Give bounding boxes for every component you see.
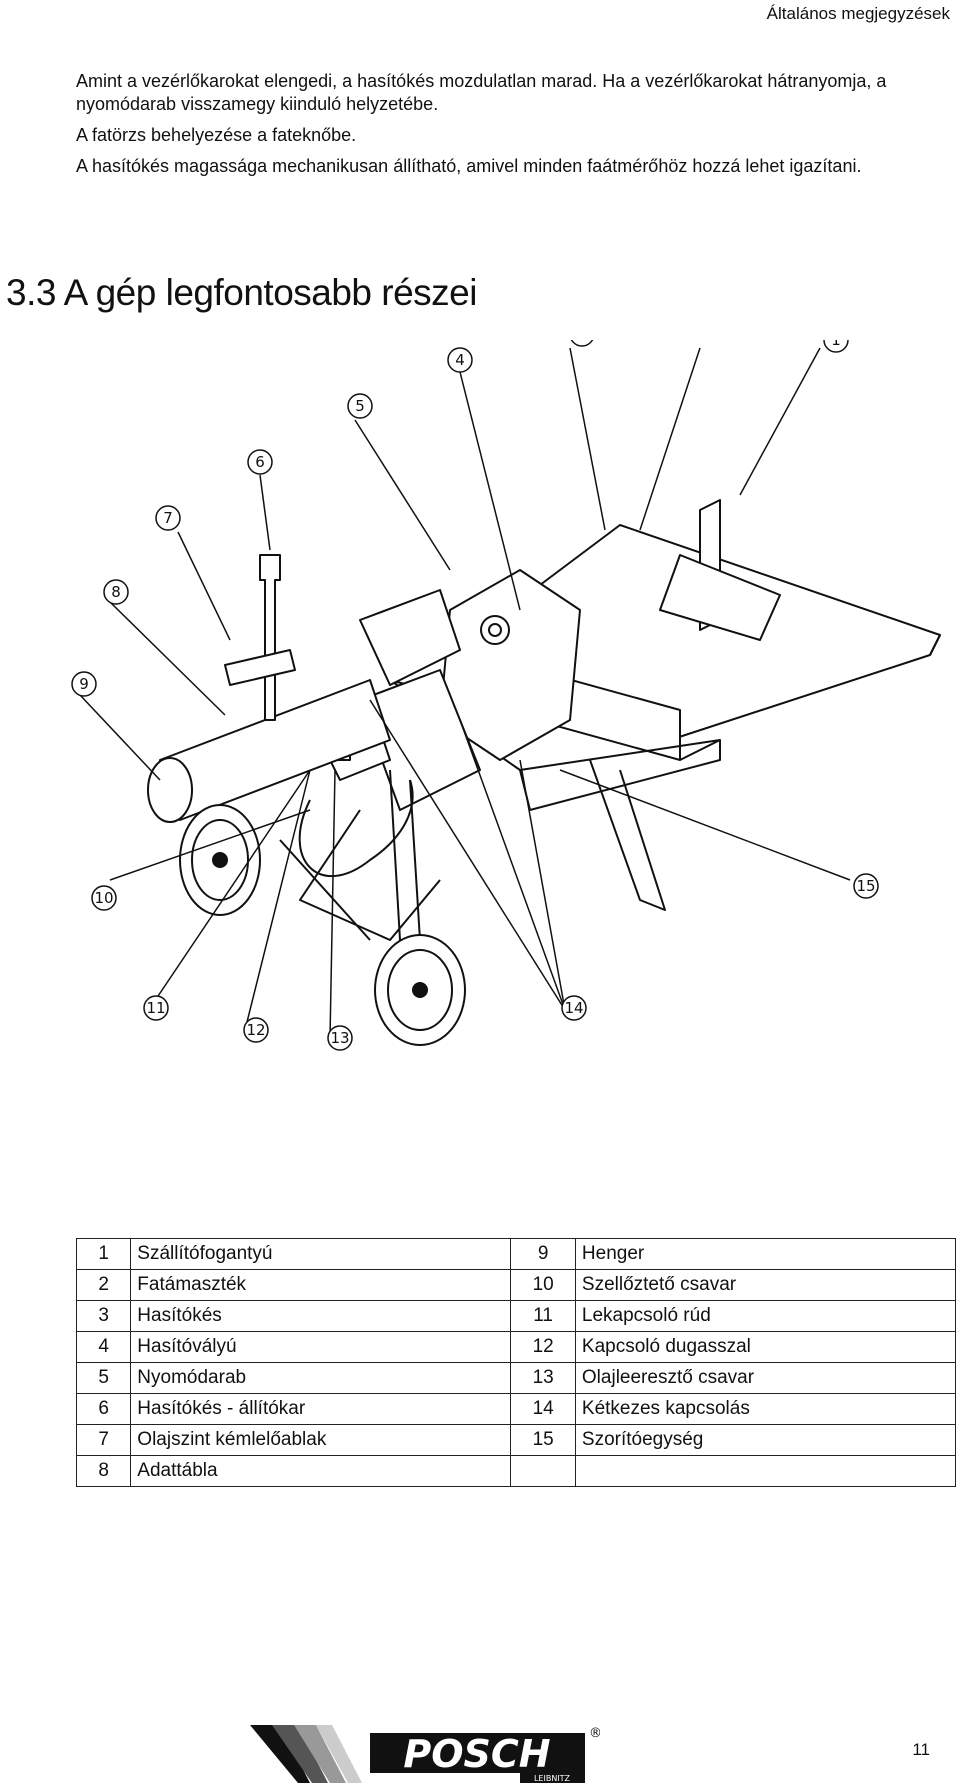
part-name-cell	[574, 1455, 957, 1487]
part-number-cell: 9	[510, 1238, 576, 1270]
part-number-cell: 15	[510, 1424, 576, 1456]
part-number-cell: 10	[510, 1269, 576, 1301]
part-number-cell: 7	[75, 1424, 132, 1456]
callout-label: 1	[831, 340, 841, 349]
posch-logo: POSCH LEIBNITZ ®	[250, 1725, 600, 1783]
log-splitter-diagram: 1 2 3 4 5 6 7 8 9 10 15 11 12 13 14	[71, 340, 941, 1051]
part-number-cell	[510, 1455, 576, 1487]
part-number-cell: 6	[75, 1393, 132, 1425]
part-name-cell: Hasítókés	[130, 1300, 512, 1332]
part-name-cell: Szállítófogantyú	[130, 1238, 512, 1270]
part-number-cell: 13	[510, 1362, 576, 1394]
part-name-cell: Kapcsoló dugasszal	[574, 1331, 957, 1363]
part-name-cell: Kétkezes kapcsolás	[574, 1393, 957, 1425]
part-number-cell: 12	[510, 1331, 576, 1363]
callout-label: 8	[111, 583, 121, 601]
callout-label: 6	[255, 453, 265, 471]
part-name-cell: Nyomódarab	[130, 1362, 512, 1394]
part-name-cell: Szorítóegység	[574, 1424, 957, 1456]
registered-mark: ®	[589, 1726, 600, 1741]
intro-paragraph: A hasítókés magassága mechanikusan állít…	[76, 156, 862, 176]
callout-label: 10	[94, 889, 113, 907]
logo-subtext: LEIBNITZ	[534, 1774, 571, 1783]
callout-label: 9	[79, 675, 89, 693]
running-header: Általános megjegyzések	[766, 4, 950, 23]
part-name-cell: Adattábla	[130, 1455, 512, 1487]
callout-label: 7	[163, 509, 173, 527]
callout-label: 5	[355, 397, 365, 415]
logo-wordmark: POSCH	[403, 1732, 550, 1776]
part-name-cell: Hasítóvályú	[130, 1331, 512, 1363]
part-number-cell: 5	[75, 1362, 132, 1394]
intro-paragraph: A fatörzs behelyezése a fateknőbe.	[76, 125, 357, 145]
part-name-cell: Fatámaszték	[130, 1269, 512, 1301]
callout-label: 11	[146, 999, 165, 1017]
callout-label: 13	[330, 1029, 349, 1047]
page-number: 11	[912, 1740, 930, 1759]
part-number-cell: 4	[75, 1331, 132, 1363]
callout-label: 14	[564, 999, 583, 1017]
part-name-cell: Hasítókés - állítókar	[130, 1393, 512, 1425]
callout-label: 15	[856, 877, 875, 895]
section-title: 3.3 A gép legfontosabb részei	[6, 272, 477, 313]
callout-label: 3	[577, 340, 587, 343]
part-number-cell: 3	[75, 1300, 132, 1332]
intro-paragraph: Amint a vezérlőkarokat elengedi, a hasít…	[76, 71, 887, 114]
part-number-cell: 14	[510, 1393, 576, 1425]
part-name-cell: Olajszint kémlelőablak	[130, 1424, 512, 1456]
callout-label: 12	[246, 1021, 265, 1039]
part-name-cell: Szellőztető csavar	[574, 1269, 957, 1301]
part-name-cell: Lekapcsoló rúd	[574, 1300, 957, 1332]
intro-text: Amint a vezérlőkarokat elengedi, a hasít…	[76, 70, 946, 186]
part-number-cell: 2	[75, 1269, 132, 1301]
part-name-cell: Olajleeresztő csavar	[574, 1362, 957, 1394]
part-number-cell: 11	[510, 1300, 576, 1332]
callout-label: 4	[455, 351, 465, 369]
part-number-cell: 8	[75, 1455, 132, 1487]
part-number-cell: 1	[75, 1238, 132, 1270]
part-name-cell: Henger	[574, 1238, 957, 1270]
